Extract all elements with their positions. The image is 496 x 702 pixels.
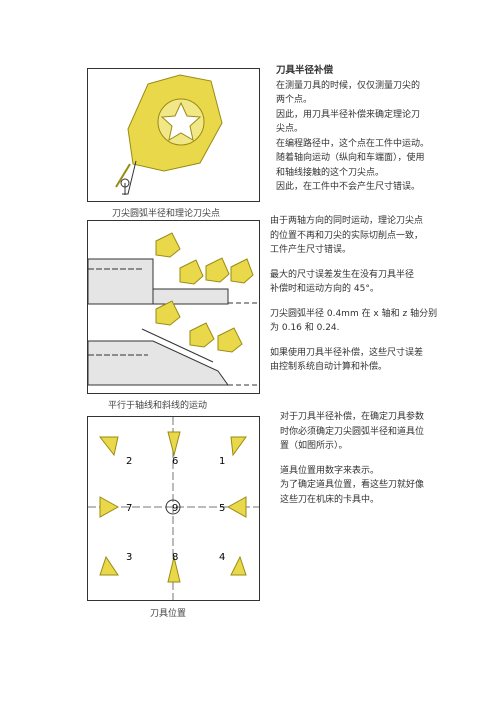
section3-text: 对于刀具半径补偿，在确定刀具参数 时你必须确定刀尖圆弧半径和道具位 置（如图所示… [280,410,480,507]
section2-line: 刀尖圆弧半径 0.4mm 在 x 轴和 z 轴分别 [270,308,438,319]
section3-line: 对于刀具半径补偿，在确定刀具参数 [280,412,425,422]
tool-insert [155,232,254,285]
section1-line: 随着轴向运动（纵向和车端面），使用 [276,153,425,163]
figure-tool-positions: 2 6 1 7 9 5 3 8 4 [87,416,260,601]
section2-text: 由于两轴方向的同时运动，理论刀尖点 的位置不再和刀尖的实际切削点一致， 工件产生… [270,214,480,375]
position-label: 8 [172,552,178,563]
section1-text: 刀具半径补偿 在测量刀具的时候，仅仅测量刀尖的 两个点。 因此，用刀具半径补偿来… [276,64,481,195]
section2-line: 的位置不再和刀尖的实际切削点一致， [270,230,424,241]
position-label: 6 [172,456,178,467]
section1-line: 和轴线接触的这个刀尖点。 [276,167,385,178]
insert-body [115,74,223,195]
position-label: 9 [172,503,178,514]
section3-line: 时你必须确定刀尖圆弧半径和道具位 [280,426,425,437]
position-label: 2 [126,456,132,467]
section2-line: 工件产生尺寸错误。 [270,245,352,255]
workpiece-upper [88,258,259,305]
figure-movements [87,220,260,394]
center-circle [165,499,181,515]
figure-caption-1: 刀尖圆弧半径和理论刀尖点 [112,209,221,219]
position-label: 4 [219,552,225,563]
section2-line: 为 0.16 和 0.24. [270,323,340,333]
figure-tool-nose [87,68,260,202]
section2-line: 最大的尺寸误差发生在没有刀具半径 [270,269,415,280]
section1-line: 尖点。 [276,124,304,134]
section3-line: 置（如图所示）。 [280,441,348,451]
section1-title: 刀具半径补偿 [276,65,334,76]
movement-illustration [88,232,259,386]
section2-line: 补偿时和运动方向的 45°。 [270,284,379,294]
section2-line: 如果使用刀具半径补偿，这些尺寸误差 [270,347,424,358]
section1-line: 因此，在工件中不会产生尺寸错误。 [276,182,421,192]
figure-caption-2: 平行于轴线和斜线的运动 [108,401,208,411]
section3-line: 为了确定道具位置，看这些刀就好像 [280,480,425,490]
tool-insert [155,300,243,353]
section2-line: 由于两轴方向的同时运动，理论刀尖点 [270,216,424,226]
position-label: 5 [219,503,225,514]
section1-line: 两个点。 [276,95,313,105]
figure-caption-3: 刀具位置 [150,609,187,619]
workpiece-lower [88,328,259,386]
tool-symbols [98,431,247,583]
section3-line: 道具位置用数字来表示。 [280,465,380,476]
tool-positions-illustration: 2 6 1 7 9 5 3 8 4 [88,417,259,600]
section2-line: 由控制系统自动计算和补偿。 [270,362,388,372]
position-label: 3 [126,552,132,563]
position-label: 7 [126,503,132,514]
section1-line: 因此，用刀具半径补偿来确定理论刀 [276,109,421,120]
section1-line: 在编程路径中，这个点在工件中运动。 [276,138,430,149]
position-label: 1 [219,456,225,467]
section1-line: 在测量刀具的时候，仅仅测量刀尖的 [276,80,421,91]
section3-line: 这些刀在机床的卡具中。 [280,494,380,505]
tool-nose-illustration [115,74,223,195]
